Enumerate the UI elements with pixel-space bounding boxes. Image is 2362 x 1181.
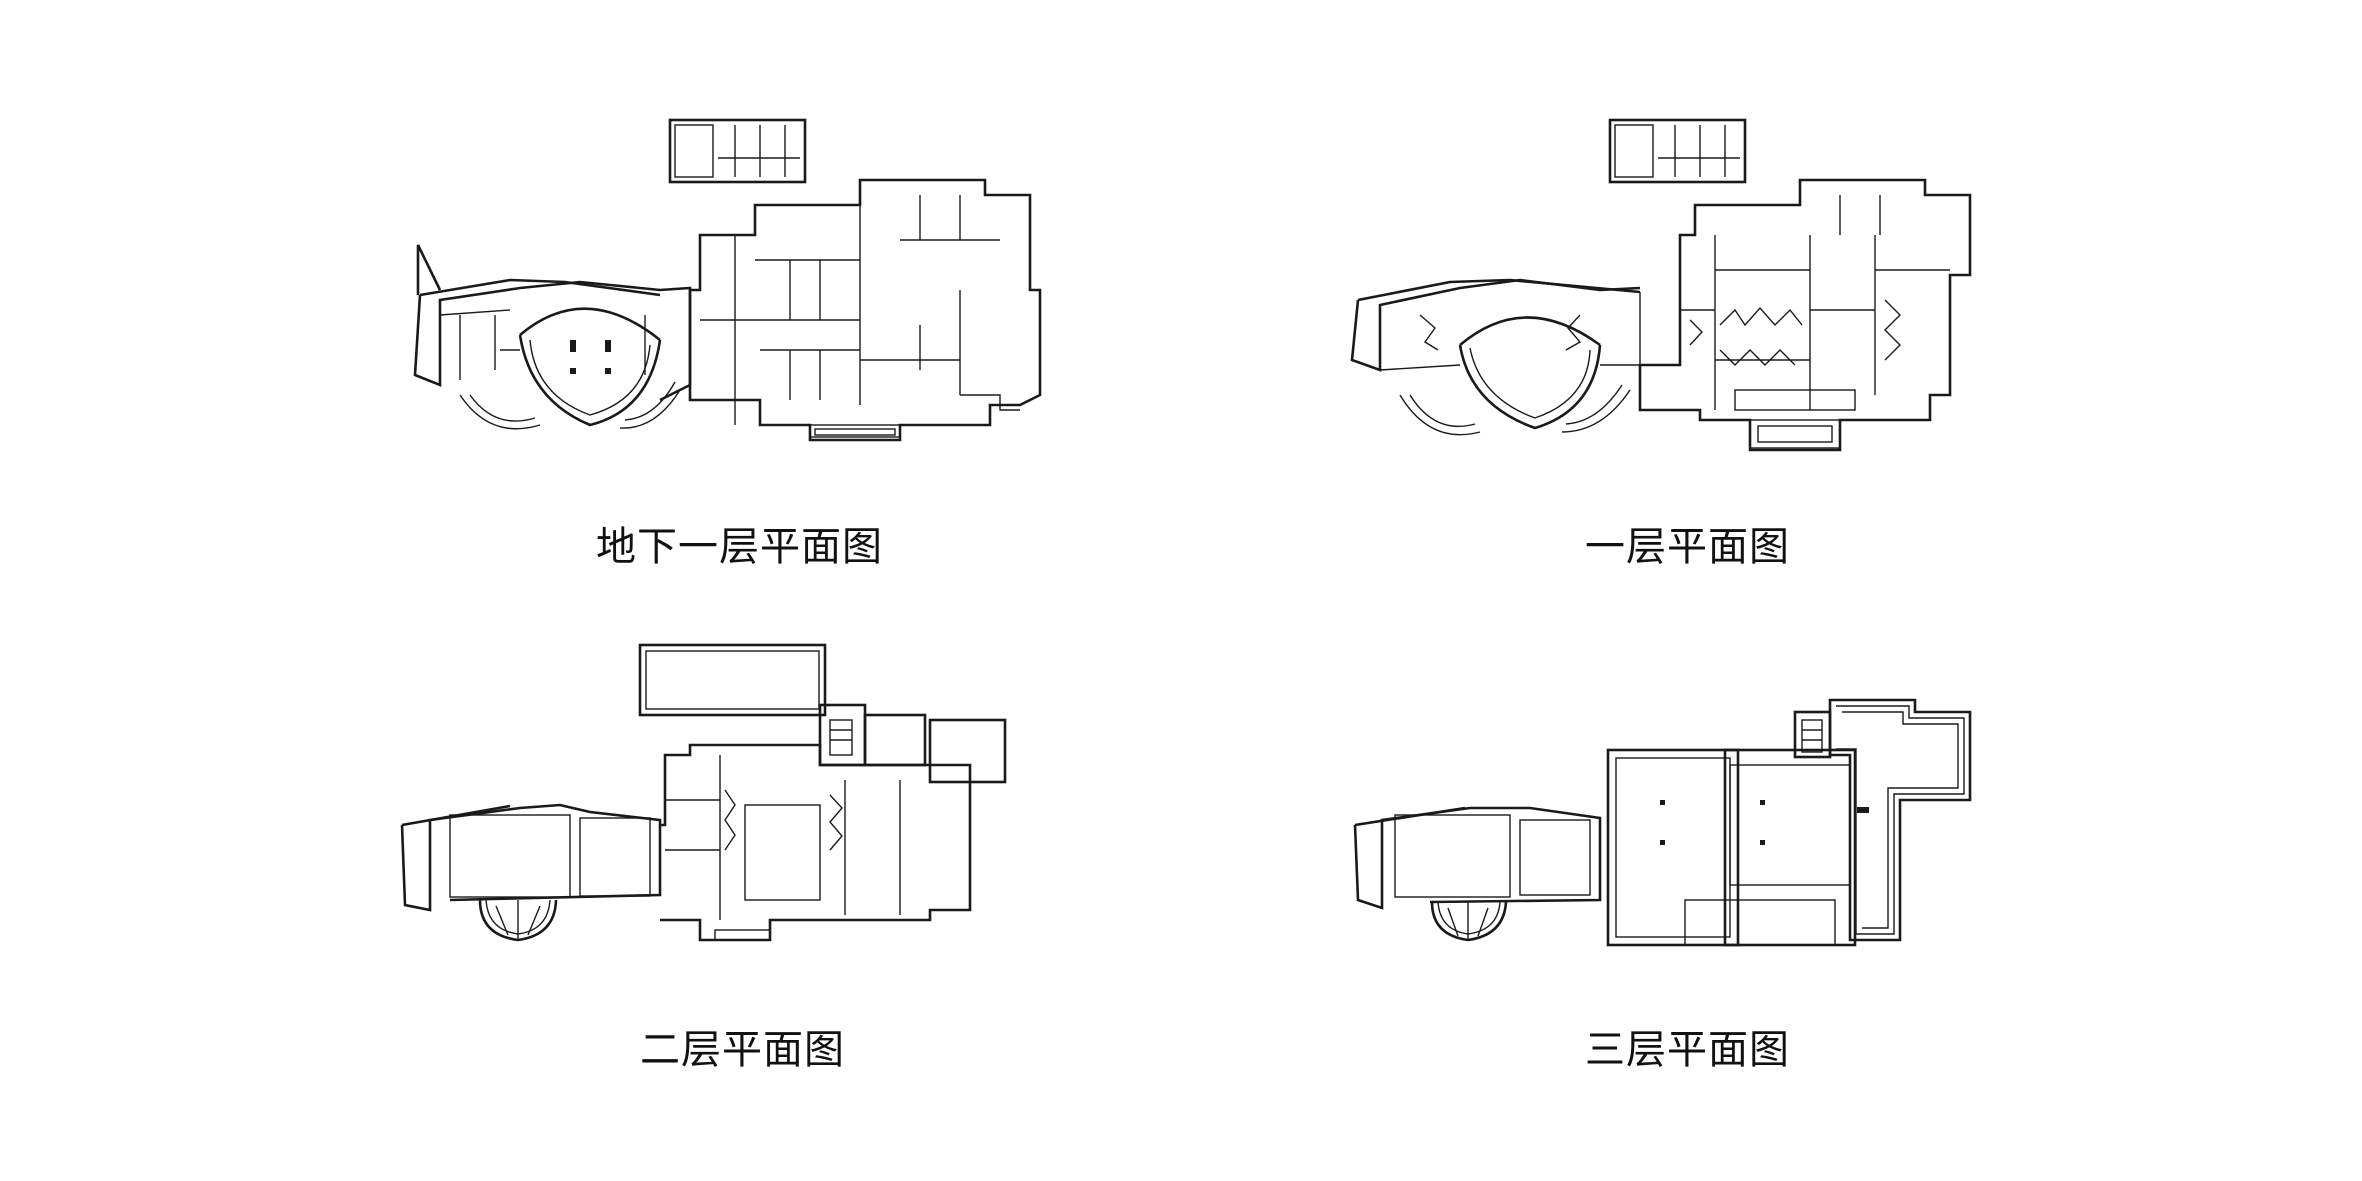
third-floor-plan <box>1340 690 2000 980</box>
plan-title-ground: 一层平面图 <box>1585 524 1790 570</box>
plan-title-third: 三层平面图 <box>1585 1027 1790 1073</box>
second-floor-plan <box>390 630 1030 970</box>
basement-floor-plan <box>400 110 1060 490</box>
plan-title-basement: 地下一层平面图 <box>596 524 883 570</box>
plan-title-second: 二层平面图 <box>640 1027 845 1073</box>
ground-floor-plan <box>1340 110 2000 490</box>
